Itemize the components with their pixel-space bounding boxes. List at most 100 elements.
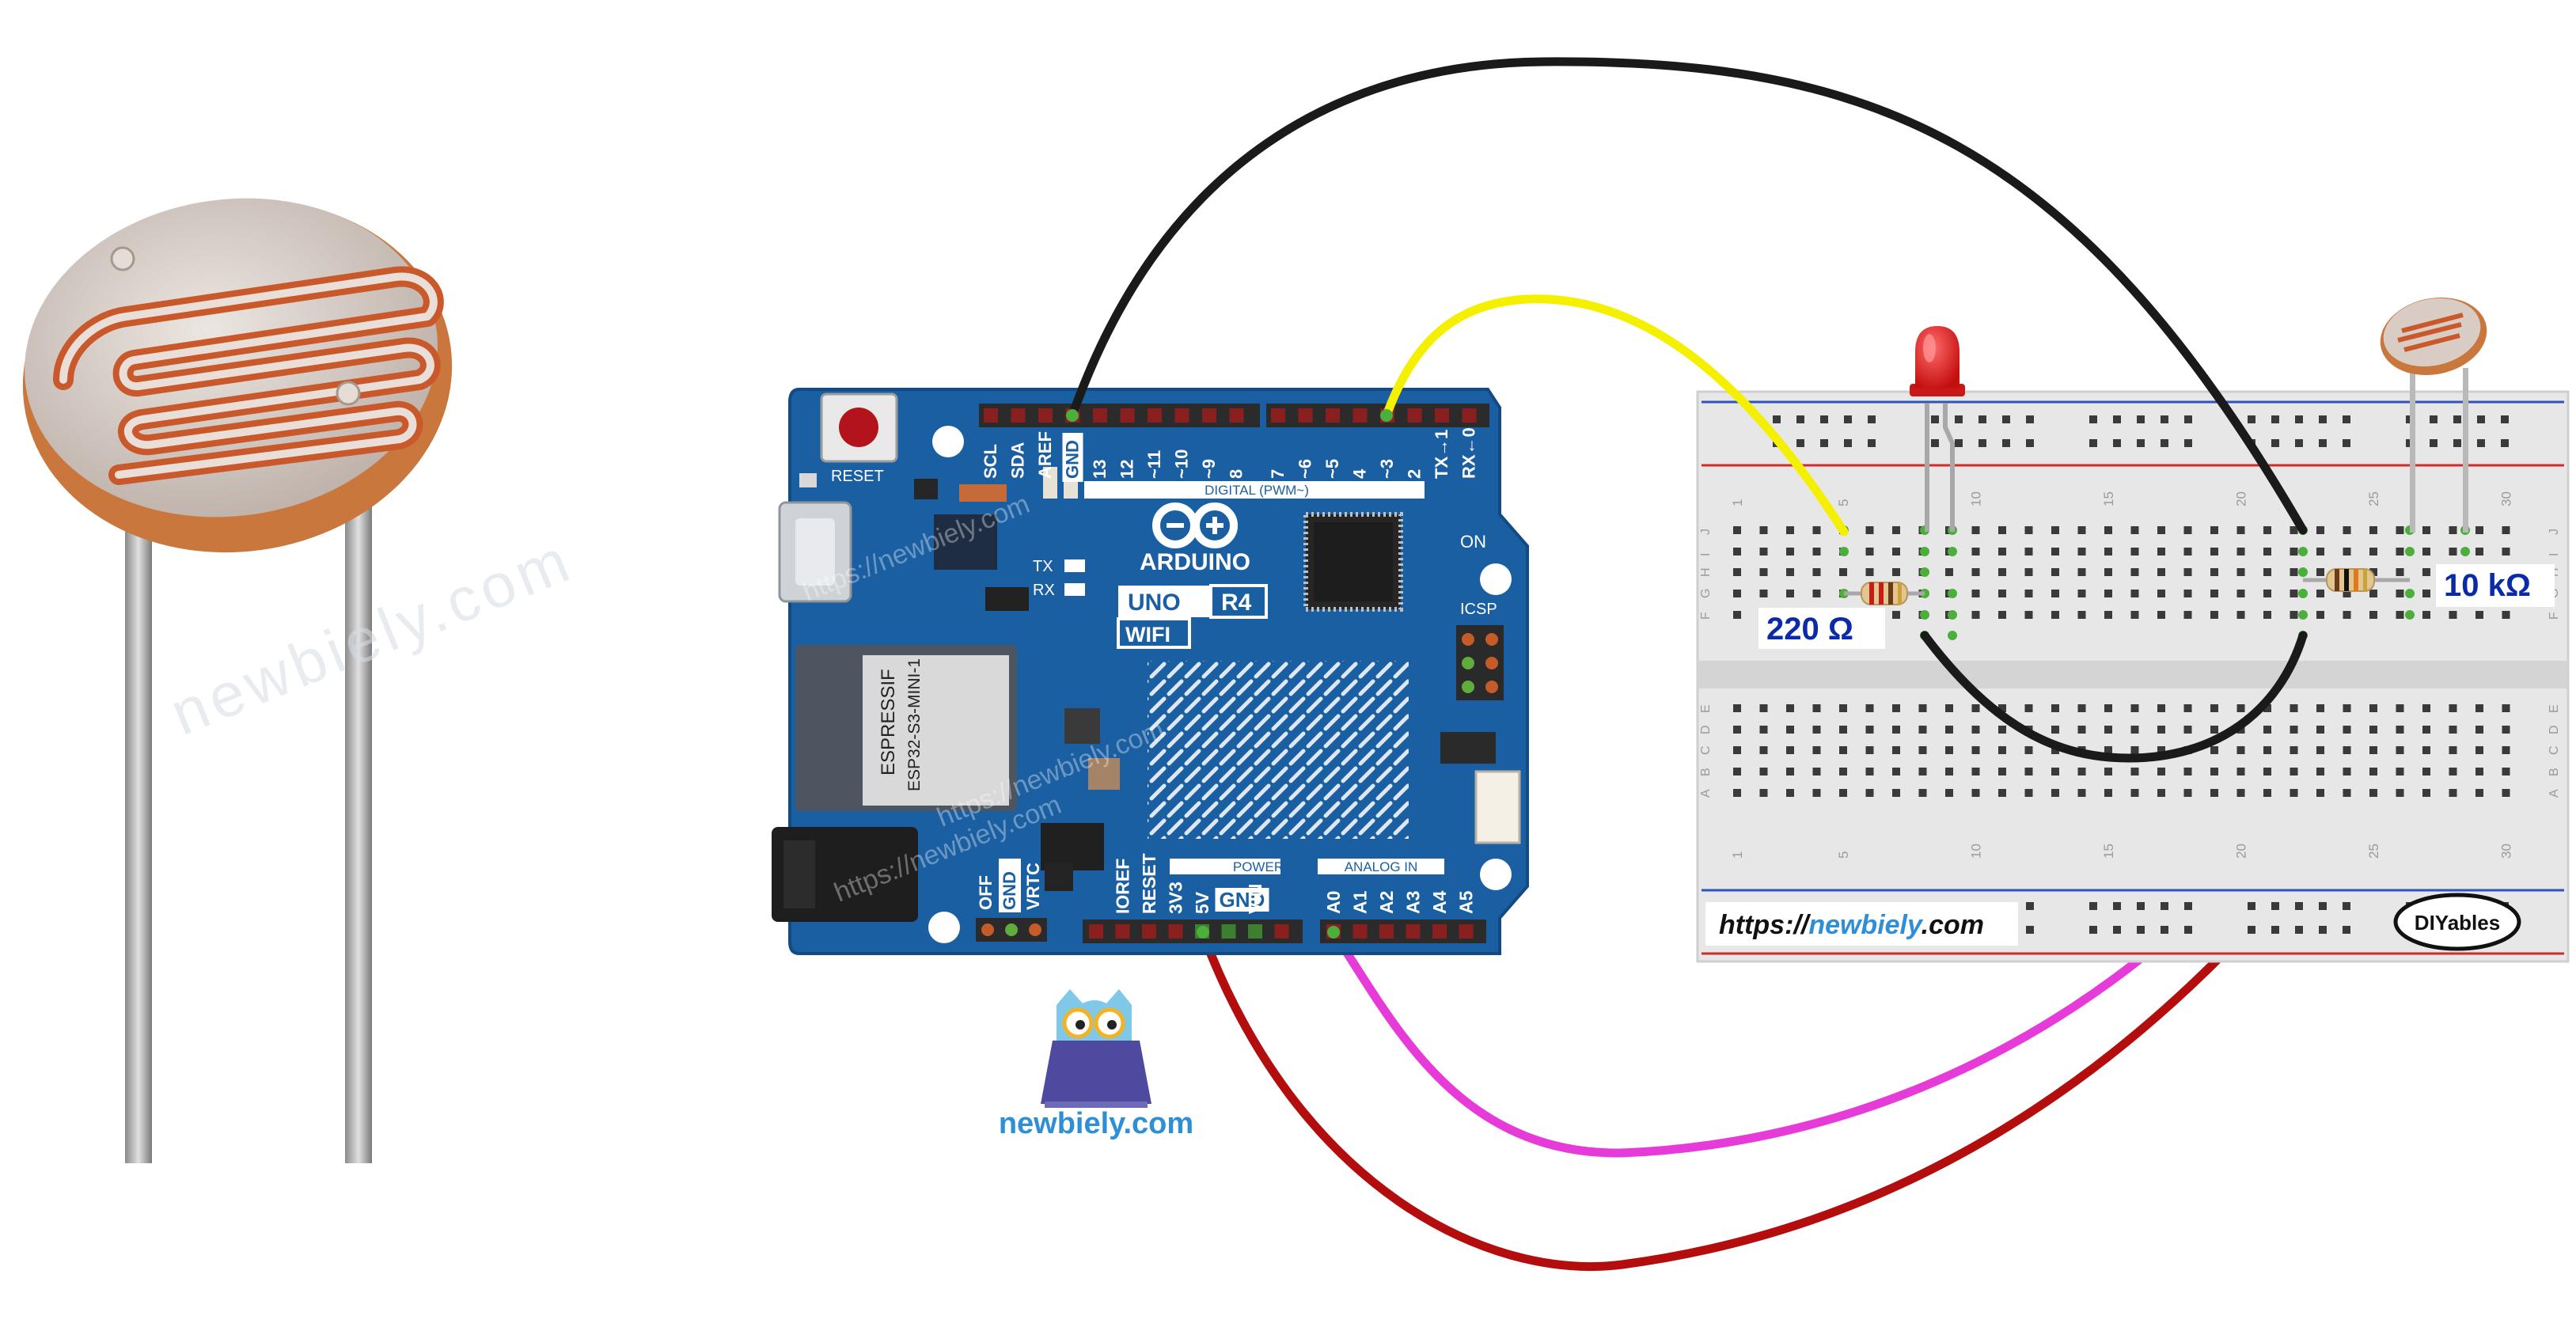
- header-socket: [1148, 408, 1162, 423]
- breadboard-hole: [2316, 789, 2324, 797]
- breadboard-hole: [1733, 526, 1741, 534]
- breadboard-hole: [2157, 746, 2165, 754]
- breadboard-hole: [2130, 746, 2139, 754]
- rail-hole: [2430, 439, 2438, 447]
- breadboard-hole: [2422, 611, 2430, 619]
- breadboard-hole: [2051, 746, 2059, 754]
- column-number: 25: [2366, 844, 2381, 859]
- breadboard-hole: [2183, 726, 2192, 734]
- breadboard-hole: [2183, 704, 2192, 712]
- breadboard-hole: [2316, 704, 2324, 712]
- breadboard-hole: [2449, 548, 2457, 556]
- top-pin-label: SCL: [981, 444, 1000, 479]
- breadboard-hole: [1839, 768, 1847, 775]
- breadboard-hole: [1759, 568, 1768, 576]
- icsp-header: [1456, 625, 1504, 700]
- breadboard-hole: [2236, 746, 2245, 754]
- top-pin-label: 12: [1117, 460, 1137, 479]
- breadboard-hole: [2369, 768, 2377, 775]
- battery-header: [976, 918, 1047, 942]
- breadboard-hole: [1918, 789, 1927, 797]
- left-pin-label: VRTC: [1023, 863, 1043, 910]
- breadboard-hole: [1733, 789, 1741, 797]
- breadboard-hole: [2396, 568, 2404, 576]
- breadboard-hole: [2290, 789, 2298, 797]
- breadboard-hole: [2369, 590, 2377, 597]
- header-socket: [1298, 408, 1313, 423]
- top-pin-label: ~10: [1172, 449, 1192, 479]
- red-led: [1910, 326, 1965, 532]
- bottom-pin-label: RESET: [1139, 853, 1159, 914]
- breadboard-hole: [1733, 746, 1741, 754]
- column-number: 1: [1730, 499, 1745, 506]
- breadboard-hole: [2210, 704, 2218, 712]
- breadboard-hole: [1865, 704, 1874, 712]
- breadboard-hole: [2369, 548, 2377, 556]
- rail-hole: [1931, 415, 1939, 423]
- row-letter: I: [1699, 553, 1713, 556]
- ldr-leg-right: [345, 506, 372, 1163]
- breadboard-hole: [2183, 568, 2192, 576]
- mount-hole: [932, 426, 964, 457]
- breadboard-hole: [2130, 704, 2139, 712]
- breadboard-hole: [1786, 568, 1794, 576]
- breadboard-hole: [2210, 548, 2218, 556]
- breadboard-hole: [2130, 726, 2139, 734]
- row-letter: D: [2548, 725, 2561, 734]
- breadboard-hole: [2290, 704, 2298, 712]
- breadboard-hole: [2502, 746, 2510, 754]
- rail-hole: [2319, 902, 2327, 910]
- row-letter: E: [1699, 704, 1713, 713]
- breadboard-hole: [2024, 768, 2033, 775]
- breadboard-hole: [2051, 590, 2059, 597]
- rail-hole: [2501, 415, 2509, 423]
- breadboard-hole: [2290, 526, 2298, 534]
- breadboard-hole: [2502, 611, 2510, 619]
- breadboard-hole: [2263, 789, 2271, 797]
- row-letter: F: [1699, 612, 1713, 620]
- rail-hole: [1955, 439, 1963, 447]
- breadboard-hole: [2183, 768, 2192, 775]
- rail-hole: [2477, 415, 2485, 423]
- breadboard-hole: [2104, 704, 2112, 712]
- breadboard-hole: [2290, 568, 2298, 576]
- rail-hole: [2026, 902, 2034, 910]
- header-socket: [1093, 408, 1107, 423]
- breadboard-hole: [2369, 789, 2377, 797]
- breadboard-hole: [2183, 590, 2192, 597]
- row-letter: J: [1699, 529, 1713, 535]
- newbiely-owl-logo: [1041, 989, 1151, 1108]
- breadboard-hole: [2396, 548, 2404, 556]
- brand-label: ARDUINO: [1140, 549, 1250, 575]
- top-pin-label: TX→1: [1432, 430, 1451, 479]
- breadboard-hole: [2024, 590, 2033, 597]
- breadboard-hole: [1759, 704, 1768, 712]
- breadboard-hole: [1812, 704, 1821, 712]
- rail-hole: [1844, 439, 1852, 447]
- breadboard-hole: [2104, 789, 2112, 797]
- arduino-uno-r4-wifi: RESET ESPRESSIF ESP32-S3-MINI-1: [772, 388, 1529, 955]
- breadboard-hole: [2369, 746, 2377, 754]
- left-pin-label: OFF: [976, 875, 996, 910]
- rail-hole: [1796, 439, 1804, 447]
- breadboard-hole: [1839, 726, 1847, 734]
- breadboard-hole: [2396, 704, 2404, 712]
- breadboard-hole: [1892, 548, 1900, 556]
- column-number: 10: [1969, 491, 1984, 506]
- rail-hole: [2184, 439, 2192, 447]
- breadboard-hole: [2449, 768, 2457, 775]
- breadboard-hole: [2290, 746, 2298, 754]
- breadboard-hole: [2024, 789, 2033, 797]
- breadboard-hole: [1918, 746, 1927, 754]
- breadboard-hole: [1839, 789, 1847, 797]
- rail-hole: [2113, 415, 2121, 423]
- breadboard-hole: [2396, 768, 2404, 775]
- bottom-pin-label: IOREF: [1113, 859, 1133, 914]
- rail-hole: [2026, 439, 2034, 447]
- top-pin-label: ~9: [1199, 459, 1219, 479]
- header-socket: [1168, 924, 1183, 939]
- breadboard-hole: [2263, 568, 2271, 576]
- breadboard-hole: [2130, 611, 2139, 619]
- laptop-icon: [1041, 1041, 1151, 1104]
- breadboard-hole: [1812, 789, 1821, 797]
